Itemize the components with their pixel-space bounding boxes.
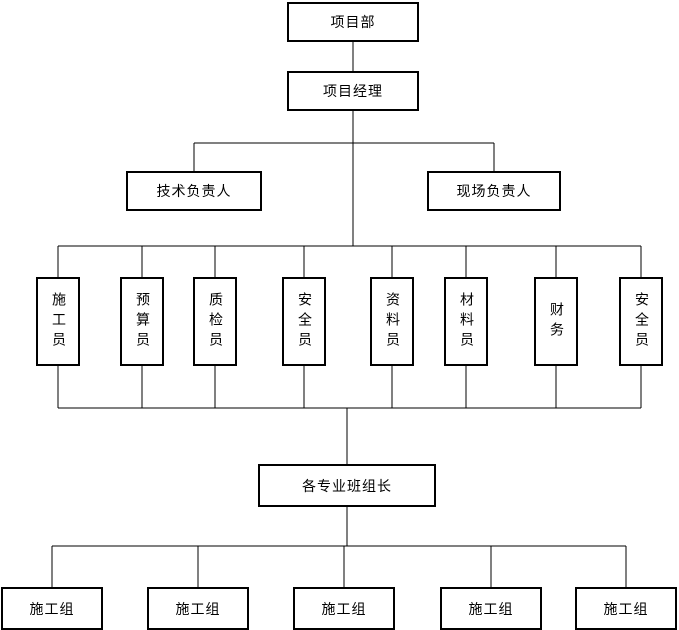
node-staff-construction: 施工员 — [36, 277, 80, 366]
node-construction-group-5: 施工组 — [575, 587, 677, 630]
node-team-leaders: 各专业班组长 — [258, 464, 436, 507]
node-staff-safety: 安全员 — [282, 277, 326, 366]
node-technical-lead: 技术负责人 — [126, 171, 262, 211]
node-construction-group-4: 施工组 — [440, 587, 542, 630]
node-construction-group-1: 施工组 — [1, 587, 103, 630]
node-staff-finance: 财务 — [534, 277, 578, 366]
node-site-lead: 现场负责人 — [427, 171, 561, 211]
node-project-department: 项目部 — [287, 2, 419, 42]
node-staff-budget: 预算员 — [120, 277, 164, 366]
node-staff-materials: 材料员 — [444, 277, 488, 366]
node-staff-quality: 质检员 — [193, 277, 237, 366]
node-construction-group-2: 施工组 — [147, 587, 249, 630]
node-construction-group-3: 施工组 — [293, 587, 395, 630]
node-staff-safety-2: 安全员 — [619, 277, 663, 366]
node-project-manager: 项目经理 — [287, 71, 419, 111]
node-staff-documents: 资料员 — [370, 277, 414, 366]
